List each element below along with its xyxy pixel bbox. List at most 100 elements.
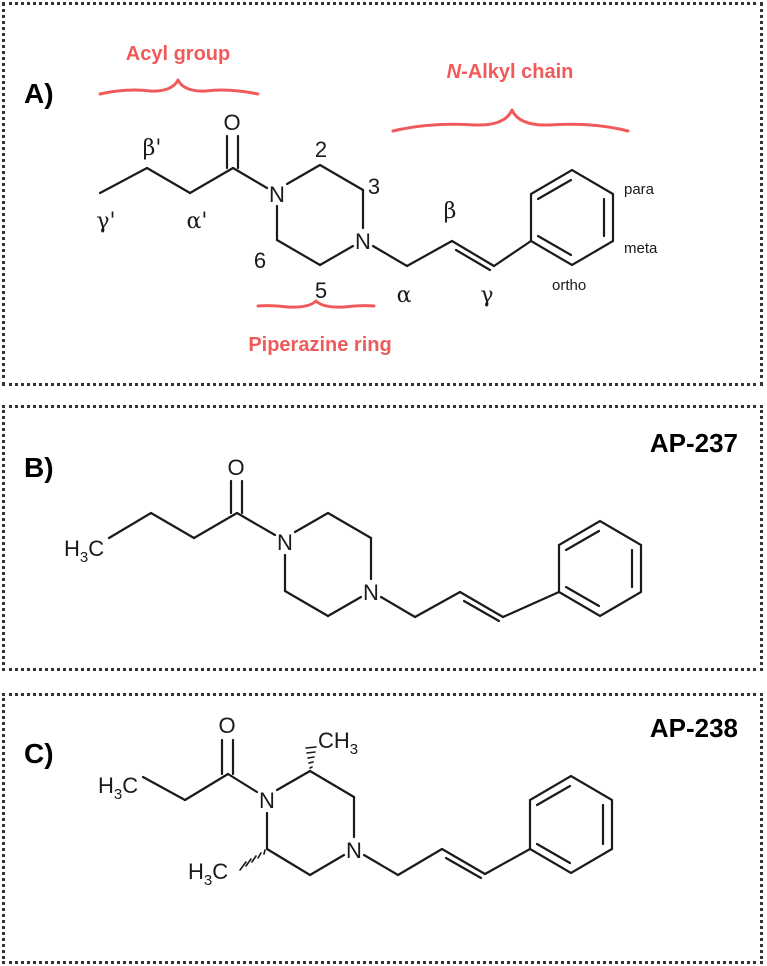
bond-alpha-carbonyl [188, 166, 235, 195]
n4-atom: N [346, 838, 362, 863]
piperazine-ring-label: Piperazine ring [248, 334, 391, 356]
n1-atom: N [259, 788, 275, 813]
n-alkyl-rest: -Alkyl chain [461, 61, 573, 83]
bond-carbonyl-n [231, 166, 269, 190]
panel-a-structure: A) Acyl group N-Alkyl chain Piperazine r… [24, 43, 658, 356]
n-alkyl-chain-label: N-Alkyl chain [447, 61, 574, 83]
ring-bond-4 [326, 595, 363, 618]
pos-5: 5 [315, 278, 327, 303]
phenyl-inner-1 [536, 178, 573, 201]
bond-n4-ch2 [362, 853, 400, 877]
ch3-upper-group: CH3 [318, 728, 358, 758]
n1-atom: N [277, 530, 293, 555]
h3c-c: C [88, 536, 104, 561]
phenyl-ring [557, 519, 643, 618]
h3c-group: H3C [64, 536, 104, 566]
bond-alkene-double [444, 856, 483, 880]
pos-3: 3 [368, 174, 380, 199]
ch3-c: CH [318, 728, 350, 753]
hashed-wedge-upper [305, 746, 317, 769]
ring-bond-n4-c5 [318, 244, 355, 267]
ring-bond-1 [275, 769, 312, 792]
bond-ch2-ch2 [149, 511, 196, 540]
phenyl-ring [528, 774, 614, 875]
pos-2: 2 [315, 137, 327, 162]
pos-beta: β [444, 199, 457, 224]
ring-bond-n1-c2 [285, 163, 322, 186]
bond-alkene [440, 847, 487, 876]
pos-gamma-prime: γ' [96, 209, 115, 234]
ring-bond-c5-c6 [275, 238, 322, 267]
panel-c-label: C) [24, 738, 54, 769]
h3c-sub: 3 [114, 786, 122, 803]
pos-para: para [624, 181, 655, 198]
pos-6: 6 [254, 248, 266, 273]
bond-carbonyl-n [235, 511, 277, 537]
phenyl-inner-1 [535, 784, 572, 807]
h3c-h: H [98, 773, 114, 798]
h3c-lower-group: H3C [188, 859, 228, 889]
pos-ortho: ortho [552, 277, 586, 294]
bond-alkene-phenyl [501, 590, 561, 619]
ring-bond-5 [265, 847, 312, 877]
ring-bond-c2-c3 [318, 163, 365, 192]
h3c-sub: 3 [80, 549, 88, 566]
panel-b [2, 405, 763, 671]
bond-gamma-phenyl [492, 239, 533, 268]
bond-beta-gamma-double [454, 248, 492, 272]
ring-bond-4 [308, 853, 346, 877]
panel-b-structure: B) AP-237 H3C O N N [24, 428, 738, 623]
bond-ch2-alkene [413, 590, 462, 619]
bond-ch3-ch2 [107, 511, 153, 540]
panel-c-structure: C) AP-238 H3C O N N CH3 [24, 713, 738, 889]
pos-alpha-prime: α' [187, 209, 208, 234]
ring-bond-1 [293, 511, 330, 534]
pos-alpha: α [397, 283, 412, 308]
bond-ch2-alkene [396, 847, 444, 877]
hashed-wedge-lower [239, 849, 266, 871]
oxygen-atom: O [218, 713, 235, 738]
n4-atom: N [355, 229, 371, 254]
h3c-lower-h: H [188, 859, 204, 884]
h3c-h: H [64, 536, 80, 561]
panel-c [2, 693, 763, 964]
bond-alkene-phenyl [483, 847, 532, 876]
phenyl-inner-3 [535, 842, 572, 865]
phenyl-inner-1 [564, 529, 601, 552]
n-alkyl-italic-n: N [447, 61, 462, 83]
bond-alkene [458, 590, 505, 619]
n1-atom: N [269, 182, 285, 207]
h3c-group: H3C [98, 773, 138, 803]
panel-a [2, 2, 763, 386]
ring-bond-2 [308, 769, 356, 799]
n4-atom: N [363, 580, 379, 605]
piperazine-brace [256, 299, 376, 309]
bond-n4-ch2 [379, 595, 417, 619]
pos-meta: meta [624, 240, 658, 257]
compound-name-ap238: AP-238 [650, 713, 738, 743]
oxygen-atom: O [227, 455, 244, 480]
bond-gamma-beta-prime [98, 166, 149, 195]
oxygen-atom: O [223, 110, 240, 135]
phenyl-inner-3 [564, 585, 601, 608]
bond-carbonyl-n [226, 772, 259, 794]
acyl-brace [98, 78, 260, 96]
ch3-sub: 3 [350, 741, 358, 758]
bond-alpha-beta [405, 239, 454, 268]
bond-ch2-carbonyl [183, 772, 230, 802]
phenyl-inner-3 [536, 234, 573, 257]
pos-gamma: γ [480, 283, 493, 308]
bond-beta-gamma [450, 239, 496, 268]
phenyl-ring [529, 168, 615, 267]
panel-a-label: A) [24, 78, 54, 109]
bond-beta-alpha-prime [145, 166, 192, 195]
bond-alkene-double [462, 599, 501, 623]
h3c-lower-sub: 3 [204, 872, 212, 889]
h3c-c: C [122, 773, 138, 798]
compound-name-ap237: AP-237 [650, 428, 738, 458]
h3c-lower-c: C [212, 859, 228, 884]
bond-ch3-ch2 [141, 775, 187, 802]
bond-n4-alpha [371, 244, 409, 268]
panel-b-label: B) [24, 452, 54, 483]
